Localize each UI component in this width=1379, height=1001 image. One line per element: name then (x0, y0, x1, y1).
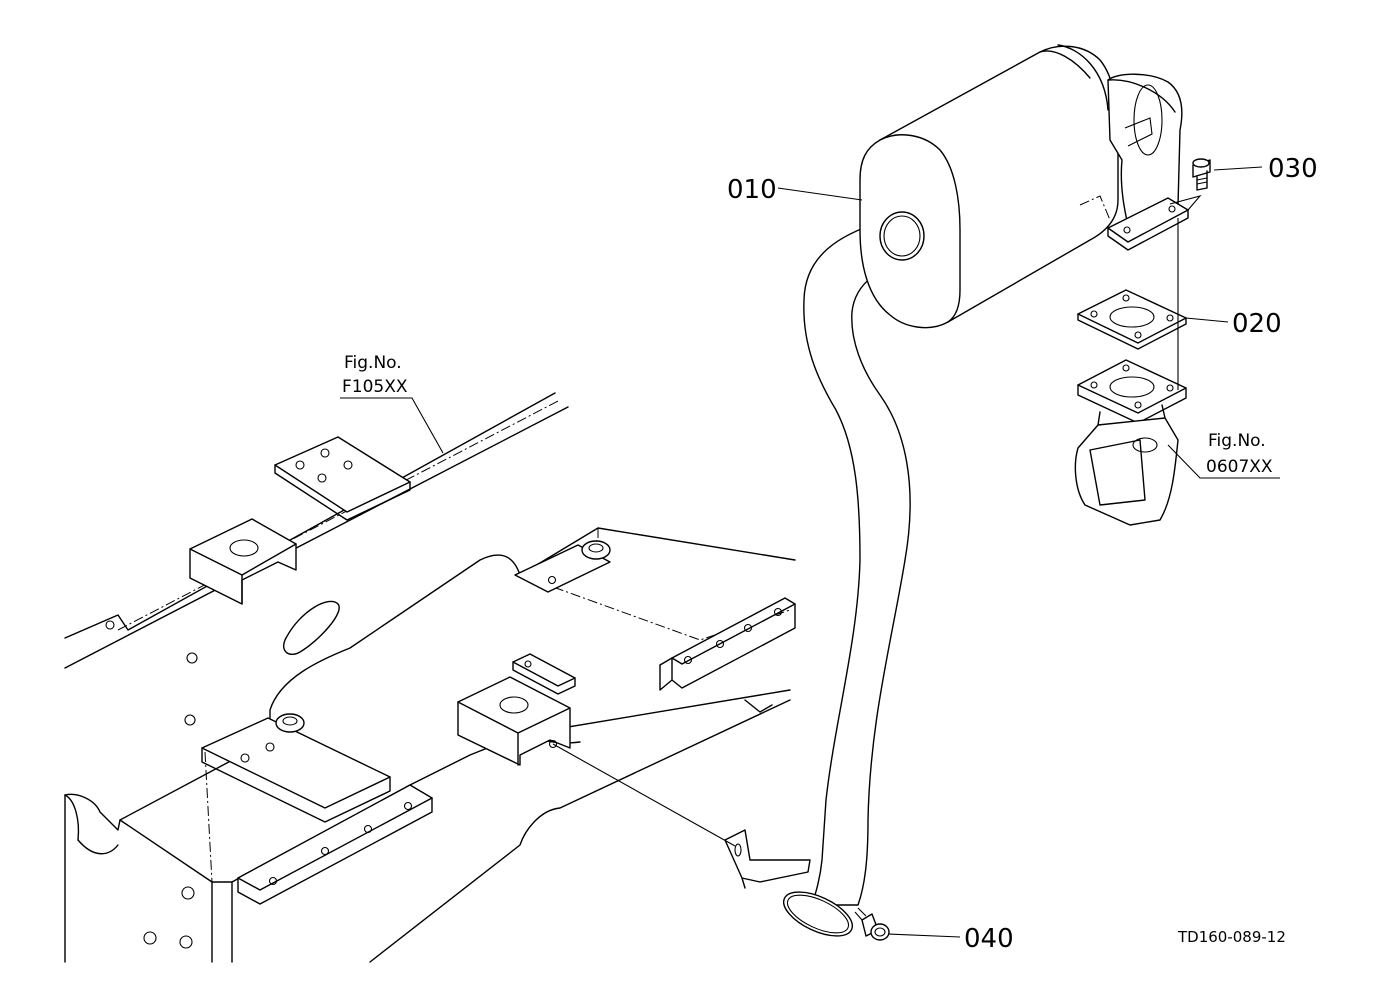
callout-030: 030 (1268, 154, 1318, 184)
chassis-frame (64, 392, 796, 963)
gasket (1077, 289, 1187, 350)
bolt-030 (1192, 158, 1211, 191)
pipe-bracket (724, 829, 811, 889)
bolt-040 (854, 907, 890, 941)
fig-ref-frame-line2: F105XX (342, 377, 408, 397)
leader-lines (340, 166, 1280, 938)
fig-ref-manifold-line2: 0607XX (1206, 457, 1273, 477)
callout-040: 040 (964, 924, 1014, 954)
exhaust-manifold (1074, 359, 1187, 526)
callout-020: 020 (1232, 309, 1282, 339)
callout-010: 010 (727, 175, 777, 205)
muffler (859, 44, 1189, 329)
muffler-tail-pipe (783, 221, 916, 937)
fig-ref-manifold-line1: Fig.No. (1208, 431, 1266, 451)
drawing-code: TD160-089-12 (1177, 928, 1286, 946)
fig-ref-frame-line1: Fig.No. (344, 353, 402, 373)
